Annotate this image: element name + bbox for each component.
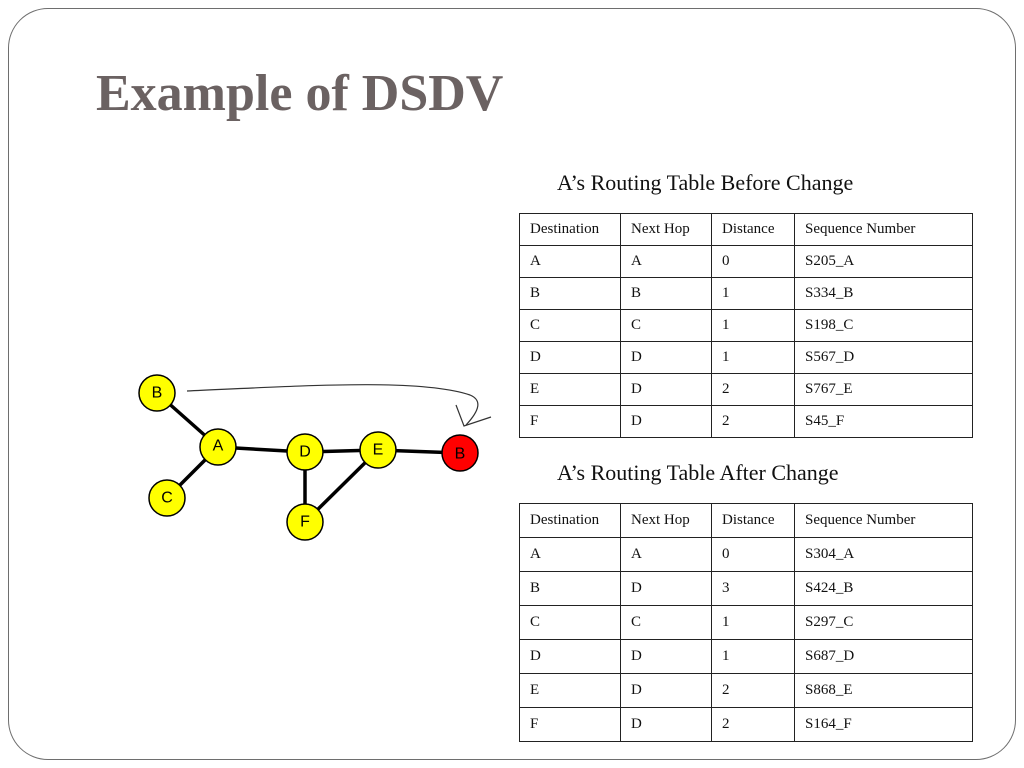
table-cell: B [519, 277, 621, 310]
table-cell: 1 [711, 341, 795, 374]
table-cell: 3 [711, 571, 795, 606]
table-cell: C [519, 605, 621, 640]
table-cell: D [620, 673, 712, 708]
table-row: D D 1 S567_D [519, 341, 973, 374]
node-b-label: B [152, 385, 163, 402]
table-cell: D [620, 341, 712, 374]
table-cell: D [620, 639, 712, 674]
before-table-caption: A’s Routing Table Before Change [557, 170, 854, 195]
table-cell: 2 [711, 405, 795, 438]
table-cell: E [519, 673, 621, 708]
table-cell: A [620, 537, 712, 572]
table-header-row: Destination Next Hop Distance Sequence N… [519, 213, 973, 246]
table-cell: S45_F [794, 405, 973, 438]
table-row: A A 0 S205_A [519, 245, 973, 278]
table-cell: D [620, 571, 712, 606]
header-next-hop: Next Hop [620, 213, 712, 246]
table-cell: 1 [711, 605, 795, 640]
node-c: C [148, 479, 186, 517]
table-cell: S164_F [794, 707, 973, 742]
table-cell: D [620, 707, 712, 742]
table-cell: 2 [711, 373, 795, 406]
table-cell: C [519, 309, 621, 342]
table-cell: A [519, 537, 621, 572]
table-cell: D [519, 341, 621, 374]
table-cell: S198_C [794, 309, 973, 342]
table-header-row: Destination Next Hop Distance Sequence N… [519, 503, 973, 538]
table-cell: 2 [711, 673, 795, 708]
table-cell: 1 [711, 277, 795, 310]
slide-title: Example of DSDV [96, 65, 504, 122]
routing-table-before: Destination Next Hop Distance Sequence N… [519, 213, 973, 438]
table-cell: 2 [711, 707, 795, 742]
move-arrow [186, 384, 479, 426]
table-cell: S868_E [794, 673, 973, 708]
after-table-caption: A’s Routing Table After Change [557, 460, 839, 485]
header-next-hop: Next Hop [620, 503, 712, 538]
table-row: C C 1 S198_C [519, 309, 973, 342]
table-cell: 1 [711, 639, 795, 674]
node-a-label: A [213, 438, 224, 455]
table-cell: S334_B [794, 277, 973, 310]
table-cell: 0 [711, 537, 795, 572]
node-e-label: E [373, 442, 384, 459]
table-cell: F [519, 707, 621, 742]
table-cell: 0 [711, 245, 795, 278]
node-d-label: D [299, 444, 311, 461]
node-e: E [359, 431, 397, 469]
table-row: B D 3 S424_B [519, 571, 973, 606]
table-cell: C [620, 605, 712, 640]
table-cell: F [519, 405, 621, 438]
table-cell: S567_D [794, 341, 973, 374]
node-a: A [199, 428, 237, 466]
table-row: B B 1 S334_B [519, 277, 973, 310]
table-cell: S297_C [794, 605, 973, 640]
table-cell: S205_A [794, 245, 973, 278]
table-cell: D [620, 373, 712, 406]
header-sequence-number: Sequence Number [794, 213, 973, 246]
header-distance: Distance [711, 503, 795, 538]
table-row: A A 0 S304_A [519, 537, 973, 572]
node-b-new-label: B [455, 446, 466, 463]
table-cell: C [620, 309, 712, 342]
header-sequence-number: Sequence Number [794, 503, 973, 538]
move-arrow-head [455, 404, 492, 427]
table-row: F D 2 S45_F [519, 405, 973, 438]
table-cell: A [620, 245, 712, 278]
header-destination: Destination [519, 503, 621, 538]
table-cell: D [620, 405, 712, 438]
table-cell: 1 [711, 309, 795, 342]
node-b: B [138, 374, 176, 412]
table-cell: S424_B [794, 571, 973, 606]
table-row: D D 1 S687_D [519, 639, 973, 674]
table-cell: S304_A [794, 537, 973, 572]
routing-table-after: Destination Next Hop Distance Sequence N… [519, 503, 973, 742]
table-row: F D 2 S164_F [519, 707, 973, 742]
table-row: E D 2 S868_E [519, 673, 973, 708]
node-c-label: C [161, 490, 173, 507]
node-d: D [286, 433, 324, 471]
table-cell: B [620, 277, 712, 310]
node-b-new-position: B [441, 434, 479, 472]
table-cell: A [519, 245, 621, 278]
header-distance: Distance [711, 213, 795, 246]
table-row: E D 2 S767_E [519, 373, 973, 406]
header-destination: Destination [519, 213, 621, 246]
table-cell: B [519, 571, 621, 606]
node-f: F [286, 503, 324, 541]
node-f-label: F [300, 514, 310, 531]
table-row: C C 1 S297_C [519, 605, 973, 640]
table-cell: S767_E [794, 373, 973, 406]
table-cell: D [519, 639, 621, 674]
table-cell: E [519, 373, 621, 406]
table-cell: S687_D [794, 639, 973, 674]
